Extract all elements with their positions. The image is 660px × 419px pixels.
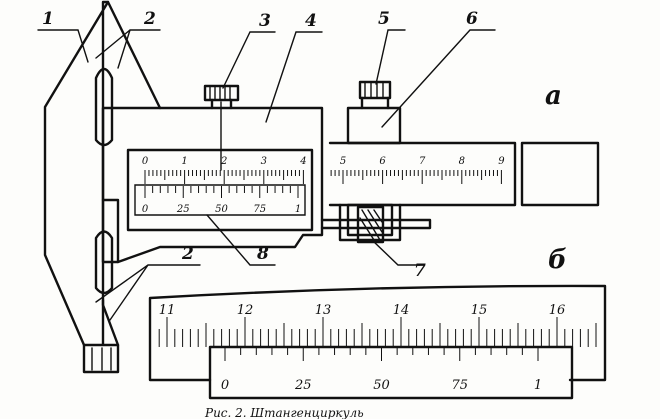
- vernier-number-a: 0: [142, 204, 149, 215]
- label-1: 1: [42, 9, 54, 29]
- vernier-number-a: 1: [295, 204, 301, 215]
- main-scale-number-b: 14: [393, 303, 410, 318]
- main-scale-number-a: 6: [379, 156, 386, 167]
- fixed-jaw-upper-right: [106, 0, 162, 110]
- main-scale-number-b: 13: [315, 303, 332, 318]
- main-scale-number-a: 7: [419, 156, 426, 167]
- frame-inner-window: [126, 148, 314, 232]
- label-2-bottom: 2: [181, 244, 194, 264]
- view-a-label: а: [545, 81, 562, 111]
- upper-knife-edge: [94, 67, 114, 147]
- microfeed-clamp: [346, 80, 402, 145]
- vernier-ticks-b: [224, 347, 539, 361]
- figure-caption: Рис. 2. Штангенциркуль: [204, 406, 364, 419]
- label-5: 5: [378, 9, 390, 29]
- clamp-screw: [203, 84, 240, 110]
- vernier-plate: [134, 184, 306, 216]
- vernier-number-a: 75: [253, 204, 266, 215]
- fixed-jaw: [43, 0, 120, 374]
- vernier-number-b: 0: [221, 378, 229, 393]
- vernier-number-b: 50: [373, 378, 390, 393]
- lower-jaw-tip: [82, 298, 120, 347]
- label-2-top: 2: [143, 9, 156, 29]
- jaw-tip-lines: [91, 347, 112, 371]
- main-scale-number-a: 1: [181, 156, 187, 167]
- main-scale-number-b: 15: [471, 303, 488, 318]
- main-scale-number-a: 8: [459, 156, 465, 167]
- micrometric-screw: [320, 203, 432, 244]
- label-7: 7: [414, 261, 426, 281]
- main-scale-number-a: 3: [261, 156, 267, 167]
- main-scale-b-outline: [148, 284, 607, 382]
- main-scale-ticks-a: [144, 170, 502, 184]
- label-3: 3: [259, 11, 271, 31]
- vernier-number-b: 75: [451, 378, 468, 393]
- main-scale-number-a: 0: [142, 156, 149, 167]
- leader-lines: [37, 29, 496, 321]
- view-b-label: б: [548, 245, 567, 275]
- main-scale-number-b: 11: [159, 303, 176, 318]
- vernier-ticks-a: [144, 186, 299, 198]
- main-beam: [328, 141, 600, 207]
- label-8: 8: [256, 244, 269, 264]
- main-scale-number-a: 9: [498, 156, 505, 167]
- label-6: 6: [466, 9, 478, 29]
- vernier-b-outline: [208, 345, 574, 400]
- vernier-number-a: 25: [176, 204, 190, 215]
- main-scale-number-a: 5: [340, 156, 346, 167]
- main-scale-number-b: 12: [237, 303, 254, 318]
- vernier-frame: [101, 106, 324, 264]
- vernier-number-b: 25: [294, 378, 312, 393]
- main-scale-number-a: 2: [220, 156, 227, 167]
- main-scale-number-a: 4: [299, 156, 306, 167]
- main-scale-number-b: 16: [549, 303, 566, 318]
- vernier-number-a: 50: [215, 204, 228, 215]
- label-4: 4: [305, 11, 317, 31]
- jaw-inner-edge: [101, 198, 120, 264]
- lower-knife-edge: [94, 230, 114, 295]
- vernier-number-b: 1: [534, 378, 542, 393]
- main-scale-ticks-b: [158, 317, 597, 347]
